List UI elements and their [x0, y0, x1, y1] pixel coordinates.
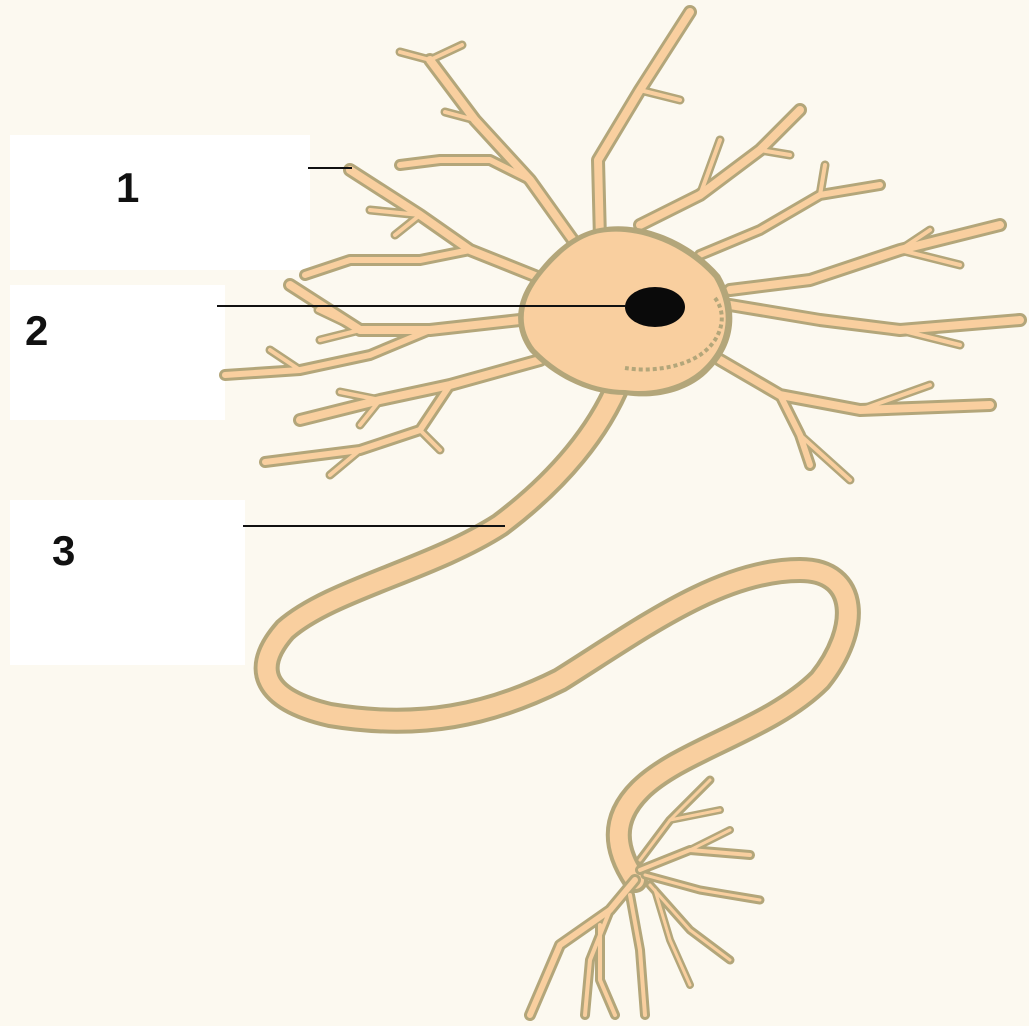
label-1: 1	[116, 167, 139, 209]
nucleus	[625, 287, 685, 327]
axon-terminals-outline	[530, 780, 760, 1015]
label-boxes	[10, 135, 310, 665]
label-box-3	[10, 500, 245, 665]
label-2: 2	[25, 310, 48, 352]
label-box-1	[10, 135, 310, 270]
label-3: 3	[52, 530, 75, 572]
